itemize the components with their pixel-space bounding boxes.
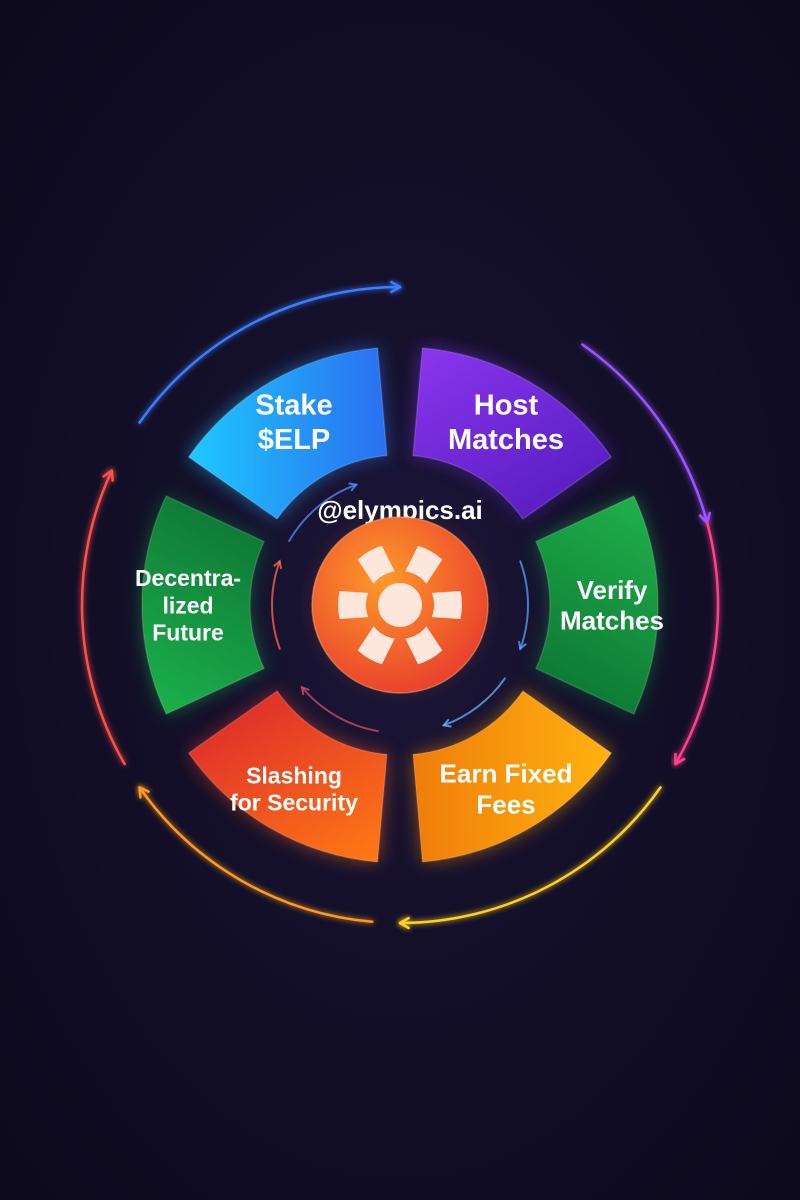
logo-petal [405,626,443,665]
outer-ring-arrow [138,786,374,924]
inner-ring-arrow [288,482,359,542]
segment-slashing-label-line: Slashing [246,762,342,788]
segment-decentralized-label-line: Decentra- [135,565,241,591]
arrowhead-icon [300,685,310,696]
outer-cycle-ring [80,280,720,930]
arrowhead-icon [390,280,402,294]
inner-ring-arrow [518,560,529,651]
segment-slashing-shape [187,690,388,863]
segment-verify-shape [535,495,659,715]
elympics-logo-icon [311,516,489,694]
outer-ring-arrow [398,786,662,930]
logo-petal [431,591,462,619]
segment-stake: Stake$ELP [187,347,388,520]
outer-ring-arrow [138,280,402,424]
segment-earn-label-line: Earn Fixed [440,759,573,789]
arrowhead-icon [273,559,282,570]
segment-decentralized-shape [141,495,265,715]
logo-petal [405,545,443,584]
segment-earn-shape [412,690,613,863]
outer-ring-arrow [674,521,720,766]
segment-host-label-line: Host [474,390,539,422]
segment-stake-shape [187,347,388,520]
arrowhead-icon [102,469,114,482]
arrowhead-icon [398,916,410,930]
arrowhead-icon [518,640,527,651]
segment-host-shape [412,347,613,520]
outer-ring-arrow [80,469,126,766]
center-hub: @elympics.ai [300,495,500,705]
segment-decentralized-label-line: lized [162,592,213,618]
segment-stake-label-line: $ELP [258,424,331,456]
segment-verify-label-line: Matches [560,606,664,636]
logo-petal [357,626,395,665]
arrowhead-icon [138,786,150,799]
segment-host-label-line: Matches [448,424,564,456]
arrowhead-icon [348,482,359,492]
logo-petal [357,545,395,584]
inner-ring-arrow [441,677,506,728]
segment-slashing-label-line: for Security [230,789,358,815]
segment-earn-label-line: Fees [476,789,535,819]
inner-ring-arrow [300,685,379,733]
arrowhead-icon [441,718,452,728]
arrowhead-icon [674,752,686,766]
inner-ring-arrow [271,559,282,650]
segment-decentralized-label-line: Future [152,619,224,645]
outer-ring-arrow [581,343,712,524]
inner-cycle-ring [271,482,529,733]
logo-petal [337,591,369,619]
segment-stake-label-line: Stake [255,390,332,422]
logo-core [378,583,422,627]
segment-verify-label-line: Verify [577,575,648,605]
